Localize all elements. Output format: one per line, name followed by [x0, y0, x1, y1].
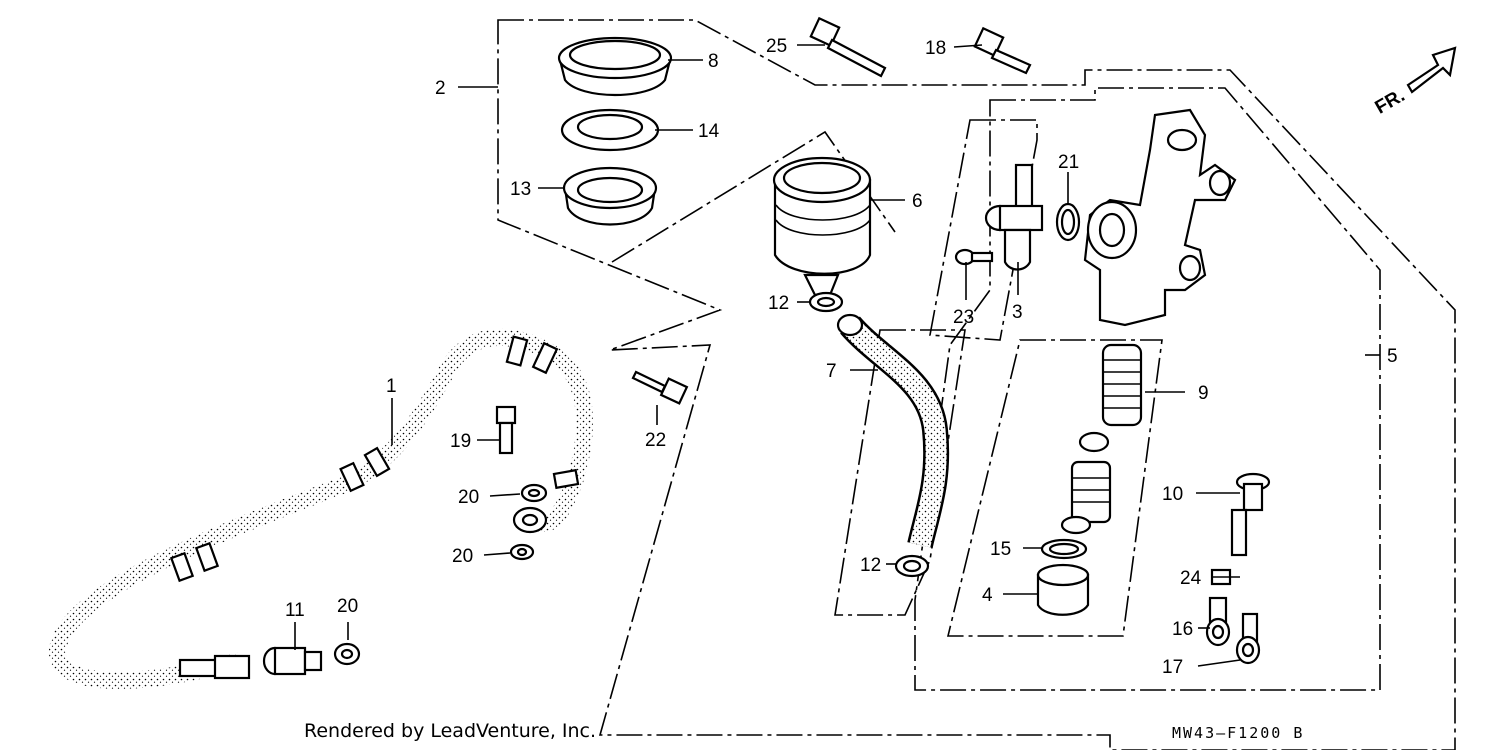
master-cylinder-body	[1083, 108, 1237, 327]
callout-13: 13	[510, 179, 531, 200]
front-direction-arrow: FR.	[1372, 46, 1457, 119]
callout-4: 4	[982, 585, 993, 606]
piston-set-9	[1060, 343, 1143, 535]
o-ring-21	[1055, 202, 1081, 242]
callout-9: 9	[1198, 383, 1209, 404]
boot-4	[1036, 563, 1090, 616]
bolt-18	[973, 26, 1032, 75]
reservoir-joint-3	[984, 163, 1044, 271]
callout-20-washer: 20	[337, 596, 358, 617]
sealing-washer-20	[333, 483, 548, 666]
assembly-outline-6	[611, 130, 896, 263]
callout-5: 5	[1387, 346, 1398, 367]
assembly-outline-5	[914, 87, 1381, 691]
callout-20-upper: 20	[458, 487, 479, 508]
callout-17: 17	[1162, 657, 1183, 678]
reservoir-cap-8	[557, 36, 673, 96]
diaphragm-13	[562, 166, 658, 226]
push-rod-10	[1230, 472, 1271, 557]
callout-21: 21	[1058, 152, 1079, 173]
screw-23	[954, 248, 994, 266]
callout-11: 11	[285, 600, 305, 621]
joint-16	[1205, 596, 1231, 647]
callout-24: 24	[1180, 568, 1202, 589]
screw-22	[631, 370, 689, 405]
assembly-outline-7	[834, 329, 966, 616]
callout-25: 25	[766, 36, 787, 57]
callout-1: 1	[386, 376, 397, 397]
rendered-by-credit: Rendered by LeadVenture, Inc.	[304, 720, 597, 742]
callout-6: 6	[912, 191, 923, 212]
diagram-code: MW43–F1200 B	[1172, 724, 1305, 742]
front-label: FR.	[1372, 85, 1409, 118]
callout-18: 18	[925, 38, 946, 59]
callout-22: 22	[645, 430, 666, 451]
callout-15: 15	[990, 539, 1011, 560]
assembly-outline-2	[497, 19, 1456, 750]
callout-19: 19	[450, 431, 471, 452]
callout-7: 7	[826, 361, 837, 382]
snap-ring-15	[1040, 538, 1088, 560]
callout-12-bottom: 12	[860, 555, 881, 576]
callout-23: 23	[953, 307, 974, 328]
assembly-outline-3	[946, 339, 1163, 637]
reservoir-6	[772, 156, 872, 297]
oil-bolt-19	[495, 405, 517, 455]
callout-14: 14	[698, 121, 720, 142]
leader-lines	[294, 44, 1380, 667]
assembly-outline-4	[929, 119, 1038, 341]
callout-2: 2	[435, 78, 446, 99]
union-fitting-11	[262, 646, 323, 676]
callout-12-top: 12	[768, 293, 789, 314]
hose-eye	[512, 506, 548, 534]
callout-20-lower: 20	[452, 546, 473, 567]
callout-8: 8	[708, 51, 719, 72]
hose-clip-12	[808, 291, 930, 578]
diaphragm-plate-14	[560, 108, 660, 152]
callout-16: 16	[1172, 619, 1193, 640]
joint-17	[1235, 612, 1261, 665]
callout-labels: 1 2 3 4 5 6 7 8 9 10 11 12 12 13 14 15 1…	[285, 36, 1398, 678]
bolt-25	[809, 16, 887, 78]
callout-10: 10	[1162, 484, 1183, 505]
reservoir-hose-7	[836, 313, 950, 548]
callout-3: 3	[1012, 302, 1023, 323]
brake-hose	[49, 329, 594, 689]
